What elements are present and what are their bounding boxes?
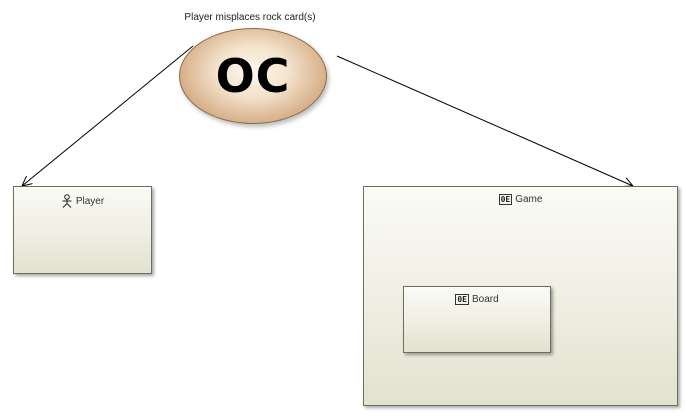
player-header: Player <box>14 194 151 208</box>
edge-oc-to-game[interactable] <box>336 55 633 186</box>
game-label: Game <box>515 194 543 205</box>
board-label: Board <box>471 294 499 305</box>
diagram-title: Player misplaces rock card(s) <box>184 12 316 23</box>
actor-icon <box>62 194 72 208</box>
oc-label: OC <box>215 49 291 103</box>
object-entity-icon: 0E <box>498 194 513 205</box>
board-header: 0E Board <box>404 294 550 305</box>
game-header: 0E Game <box>364 194 677 205</box>
object-entity-icon: 0E <box>455 294 469 305</box>
player-node[interactable]: Player <box>13 186 152 274</box>
player-label: Player <box>75 195 105 207</box>
oc-node[interactable]: OC <box>179 28 327 124</box>
board-node[interactable]: 0E Board <box>403 286 551 353</box>
edge-oc-to-player[interactable] <box>22 45 194 186</box>
